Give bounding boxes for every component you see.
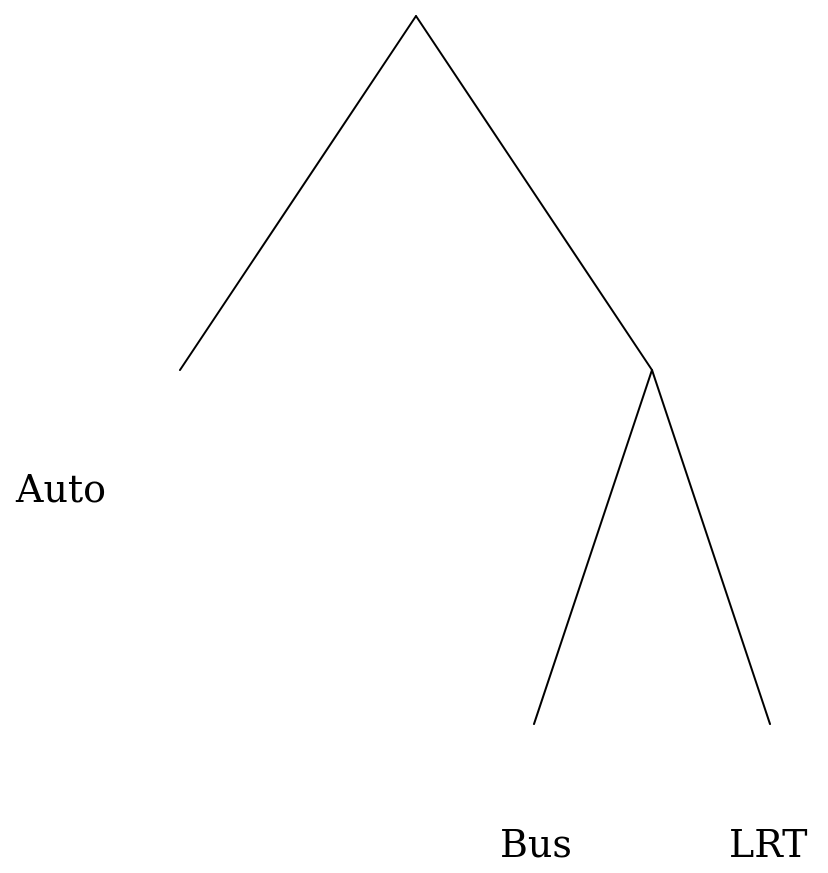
branch-root-to-transit-nest [415, 15, 653, 371]
leaf-label-lrt: LRT [729, 822, 808, 866]
branch-root-to-auto [179, 15, 417, 371]
branch-nest-to-lrt [651, 369, 771, 725]
tree-branches [179, 15, 771, 725]
leaf-label-auto: Auto [15, 467, 106, 511]
leaf-label-bus: Bus [500, 822, 572, 866]
tree-leaf-labels: Auto Bus LRT [15, 467, 808, 866]
branch-nest-to-bus [533, 369, 653, 725]
